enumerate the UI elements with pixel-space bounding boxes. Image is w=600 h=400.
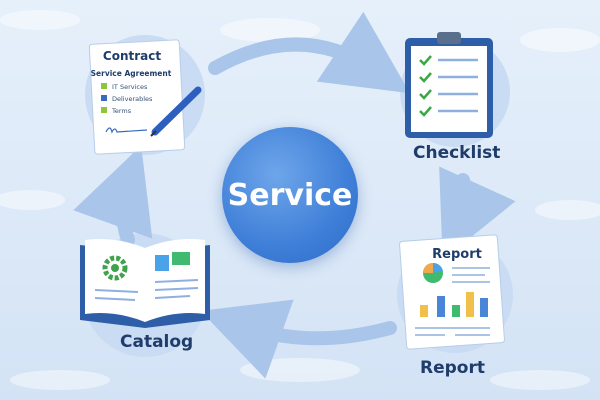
contract-item: IT Services: [112, 83, 148, 91]
arrow-catalog-to-contract: [73, 145, 153, 247]
report-doc-title: Report: [432, 247, 482, 262]
bar-chart-icon: [420, 292, 488, 317]
catalog-label: Catalog: [120, 332, 194, 352]
report-label: Report: [420, 358, 485, 378]
signature-icon: [105, 127, 148, 134]
checklist-clipboard: [405, 32, 493, 138]
gear-icon: [102, 255, 128, 281]
pen-icon: [150, 86, 202, 137]
pie-chart-icon: [423, 262, 443, 283]
catalog-book: [80, 239, 210, 328]
contract-item: Deliverables: [112, 95, 153, 103]
check-icons: [419, 55, 432, 117]
arrow-checklist-to-report: [439, 166, 516, 261]
checklist-label: Checklist: [413, 143, 501, 163]
arrow-report-to-catalog: [200, 299, 397, 379]
arrow-contract-to-checklist: [208, 11, 410, 94]
contract-title: Contract: [103, 49, 161, 63]
contract-subtitle: Service Agreement: [91, 69, 172, 78]
clipboard-clip-icon: [437, 32, 461, 44]
cloud-background: [0, 10, 600, 390]
report-document: Report: [399, 234, 505, 350]
contract-document: Contract Service Agreement IT Services D…: [88, 39, 202, 155]
cycle-arrows: [73, 11, 516, 379]
contract-item: Terms: [111, 107, 132, 115]
service-center-circle: Service: [222, 127, 358, 263]
service-label: Service: [227, 177, 353, 213]
image-icon: [155, 255, 169, 271]
monitor-icon: [172, 252, 190, 265]
